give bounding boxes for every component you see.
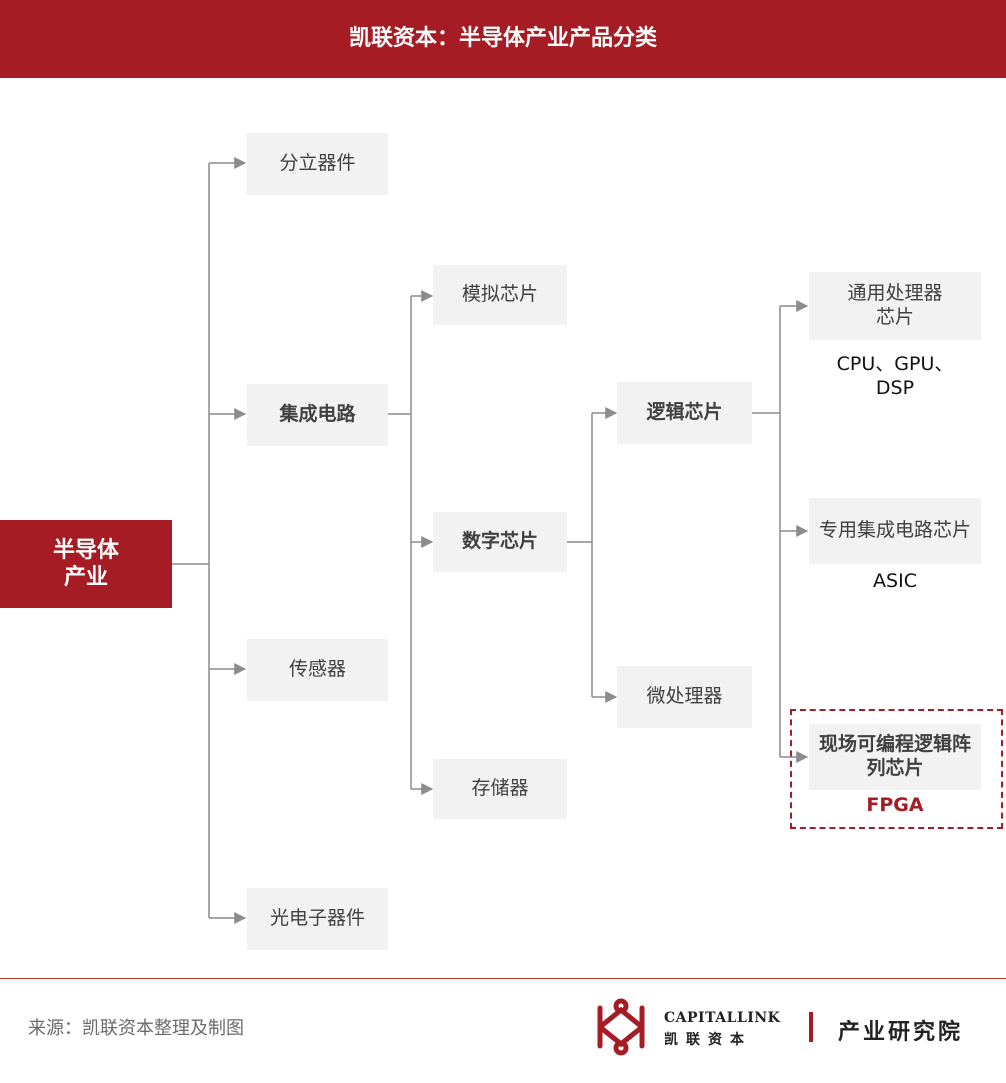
node-analog: 模拟芯片 bbox=[433, 265, 567, 325]
footer-divider bbox=[0, 978, 1006, 979]
fpga-highlight-box bbox=[790, 709, 1003, 829]
root-node-semiconductor: 半导体 产业 bbox=[0, 520, 172, 608]
node-asic: 专用集成电路芯片 bbox=[809, 498, 981, 564]
node-logic: 逻辑芯片 bbox=[617, 382, 752, 444]
general-examples-line2: DSP bbox=[875, 376, 915, 399]
node-discrete: 分立器件 bbox=[247, 133, 388, 195]
node-general-processor: 通用处理器 芯片 bbox=[809, 272, 981, 340]
general-examples-line1: CPU、GPU、 bbox=[836, 353, 954, 375]
node-sensor-label: 传感器 bbox=[288, 658, 346, 681]
node-asic-label: 专用集成电路芯片 bbox=[818, 519, 971, 542]
capitallink-logo-icon bbox=[597, 998, 645, 1056]
node-analog-label: 模拟芯片 bbox=[461, 283, 538, 306]
node-microprocessor: 微处理器 bbox=[617, 666, 752, 728]
node-sensor: 传感器 bbox=[247, 639, 388, 701]
node-memory-label: 存储器 bbox=[471, 777, 529, 800]
node-fpga-label-line1: 现场可编程逻辑阵 bbox=[818, 733, 971, 756]
header-banner: 凯联资本：半导体产业产品分类 bbox=[0, 0, 1006, 78]
node-digital-label: 数字芯片 bbox=[461, 530, 538, 553]
root-label-line2: 产业 bbox=[63, 565, 108, 590]
node-discrete-label: 分立器件 bbox=[279, 152, 356, 175]
node-microprocessor-label: 微处理器 bbox=[646, 685, 723, 708]
node-digital: 数字芯片 bbox=[433, 512, 567, 572]
node-fpga-label-line2: 列芯片 bbox=[866, 757, 924, 779]
general-processor-examples: CPU、GPU、 DSP bbox=[809, 353, 981, 401]
page-title: 凯联资本：半导体产业产品分类 bbox=[348, 26, 657, 51]
node-general-label-line2: 芯片 bbox=[875, 306, 914, 328]
logo-chinese-name: 凯联资本 bbox=[664, 1032, 752, 1048]
node-ic: 集成电路 bbox=[247, 384, 388, 446]
logo-separator bbox=[809, 1012, 813, 1042]
node-logic-label: 逻辑芯片 bbox=[646, 401, 723, 424]
asic-abbreviation: ASIC bbox=[873, 570, 917, 592]
node-fpga: 现场可编程逻辑阵 列芯片 bbox=[809, 724, 981, 790]
node-optoelectronic: 光电子器件 bbox=[247, 888, 388, 950]
logo-english-name: CAPITALLINK bbox=[664, 1010, 781, 1026]
source-note: 来源：凯联资本整理及制图 bbox=[28, 1018, 244, 1039]
node-memory: 存储器 bbox=[433, 759, 567, 819]
root-label-line1: 半导体 bbox=[52, 537, 119, 563]
node-optoelectronic-label: 光电子器件 bbox=[269, 907, 365, 930]
node-ic-label: 集成电路 bbox=[279, 403, 356, 426]
institute-name: 产业研究院 bbox=[838, 1019, 964, 1045]
fpga-abbreviation: FPGA bbox=[866, 794, 924, 816]
node-general-label-line1: 通用处理器 bbox=[847, 282, 943, 305]
